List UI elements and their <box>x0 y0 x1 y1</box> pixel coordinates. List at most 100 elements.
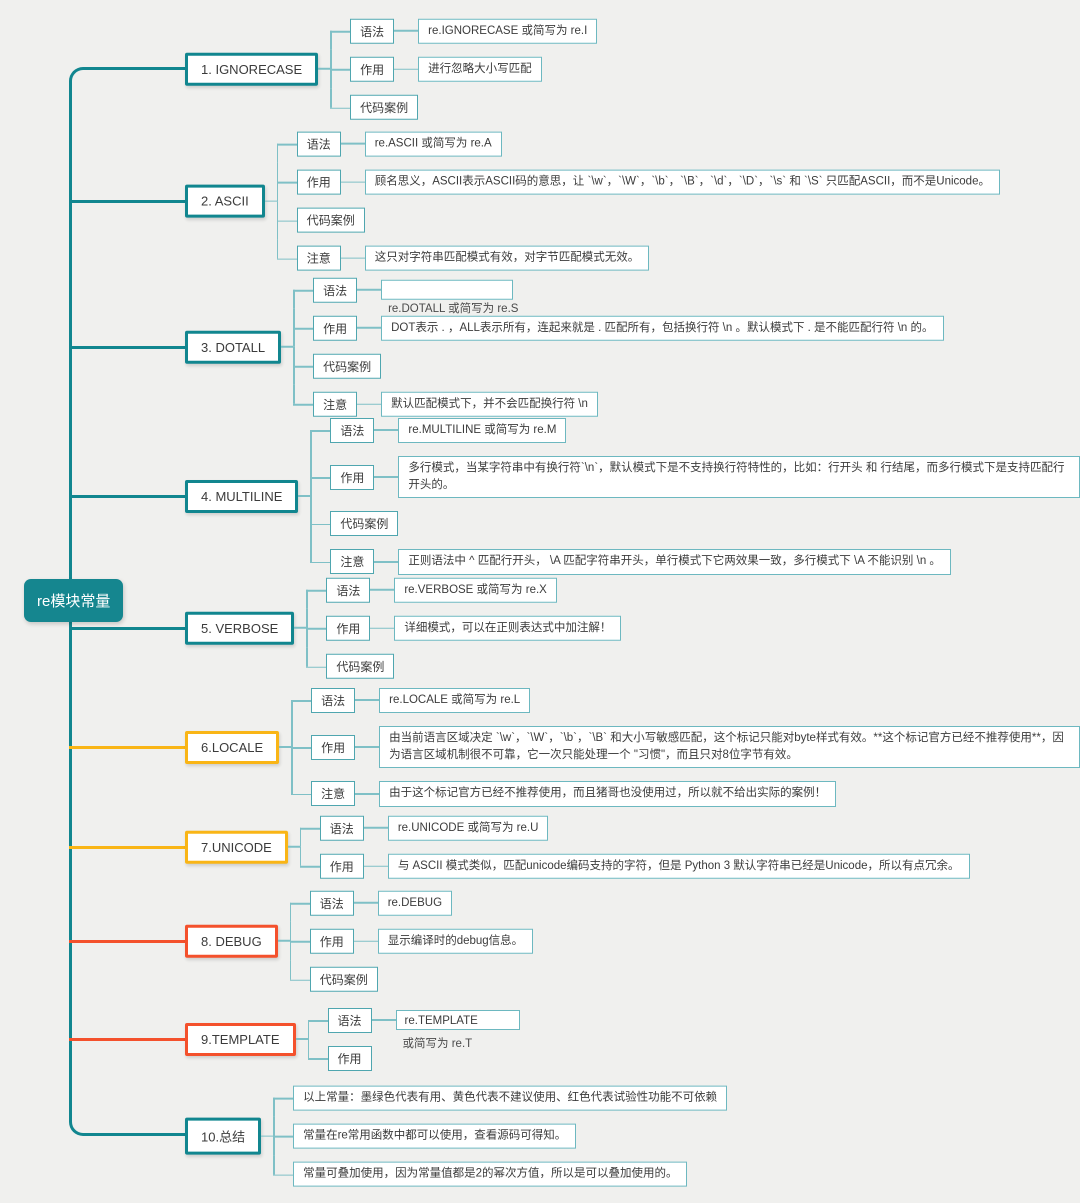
child-row: 注意 默认匹配模式下，并不会匹配换行符 \n <box>293 385 943 423</box>
children-group: 语法 re.IGNORECASE 或简写为 re.I 作用 进行忽略大小写匹配 … <box>330 12 598 127</box>
children-group: 语法 re.DOTALL 或简写为 re.S 作用 DOT表示 . ，ALL表示… <box>293 271 944 424</box>
leaf-text: re.TEMPLATE <box>404 1015 478 1027</box>
leaf-box[interactable]: 详细模式，可以在正则表达式中加注解！ <box>394 615 622 641</box>
leaf-box[interactable]: re.MULTILINE 或简写为 re.M <box>398 417 567 443</box>
key-box-syntax[interactable]: 语法 <box>319 815 364 841</box>
branch-node-ignorecase[interactable]: 1. IGNORECASE <box>185 52 319 86</box>
child-row: 注意 正则语法中 ^ 匹配行开头， \A 匹配字符串开头，单行模式下它两效果一致… <box>310 542 1080 581</box>
branch-debug: 8. DEBUG 语法 re.DEBUG 作用 显示编译时的debug信息。 代… <box>185 884 534 999</box>
leaf-box[interactable]: re.DEBUG <box>377 890 453 916</box>
key-box-effect[interactable]: 作用 <box>313 315 358 341</box>
branch-summary: 10.总结 以上常量：墨绿色代表有用、黄色代表不建议使用、红色代表试验性功能不可… <box>185 1079 728 1194</box>
leaf-box[interactable]: 显示编译时的debug信息。 <box>377 928 534 954</box>
leaf-box[interactable]: re.IGNORECASE 或简写为 re.I <box>418 18 598 44</box>
key-box-syntax[interactable]: 语法 <box>327 1007 372 1033</box>
branch-node-template[interactable]: 9.TEMPLATE <box>185 1022 296 1056</box>
key-box-syntax[interactable]: 语法 <box>350 18 395 44</box>
key-box-note[interactable]: 注意 <box>296 245 341 271</box>
leaf-box[interactable]: re.VERBOSE 或简写为 re.X <box>394 577 557 603</box>
key-box-code-example[interactable]: 代码案例 <box>313 353 382 379</box>
key-box-code-example[interactable]: 代码案例 <box>350 94 419 120</box>
leaf-box[interactable]: re.UNICODE 或简写为 re.U <box>387 815 549 841</box>
child-row: 代码案例 <box>306 647 621 685</box>
key-box-syntax[interactable]: 语法 <box>313 277 358 303</box>
key-box-syntax[interactable]: 语法 <box>296 131 341 157</box>
leaf-box[interactable]: 这只对字符串匹配模式有效，对字节匹配模式无效。 <box>364 245 650 271</box>
branch-node-verbose[interactable]: 5. VERBOSE <box>185 611 295 645</box>
child-row: 注意 由于这个标记官方已经不推荐使用，而且猪哥也没使用过，所以就不给出实际的案例… <box>291 774 1080 813</box>
key-box-effect[interactable]: 作用 <box>350 56 395 82</box>
leaf-box[interactable]: re.ASCII 或简写为 re.A <box>364 131 502 157</box>
leaf-connector <box>370 627 395 629</box>
key-box-effect[interactable]: 作用 <box>296 169 341 195</box>
leaf-connector <box>355 746 380 748</box>
branch-stub-verbose <box>69 626 185 630</box>
leaf-box[interactable]: 与 ASCII 模式类似，匹配unicode编码支持的字符，但是 Python … <box>387 853 970 879</box>
child-row: 作用 顾名思义，ASCII表示ASCII码的意思，让 `\w`，`\W`，`\b… <box>276 162 1000 202</box>
child-row: 语法 re.TEMPLATE 或简写为 re.T <box>307 1001 520 1050</box>
key-box-effect[interactable]: 作用 <box>327 1045 372 1071</box>
leaf-box[interactable]: re.LOCALE 或简写为 re.L <box>379 687 531 713</box>
branch-node-ascii[interactable]: 2. ASCII <box>185 184 265 218</box>
branch-multiline: 4. MULTILINE 语法 re.MULTILINE 或简写为 re.M 作… <box>185 411 1080 581</box>
leaf-box[interactable]: re.TEMPLATE 或简写为 re.T <box>395 1010 520 1050</box>
leaf-box[interactable]: 正则语法中 ^ 匹配行开头， \A 匹配字符串开头，单行模式下它两效果一致，多行… <box>398 549 951 575</box>
key-box-code-example[interactable]: 代码案例 <box>326 653 395 679</box>
branch-locale: 6.LOCALE 语法 re.LOCALE 或简写为 re.L 作用 由当前语言… <box>185 681 1080 813</box>
key-box-code-example[interactable]: 代码案例 <box>296 207 365 233</box>
leaf-box[interactable]: DOT表示 . ，ALL表示所有，连起来就是 . 匹配所有，包括换行符 \n 。… <box>381 315 944 341</box>
branch-node-summary[interactable]: 10.总结 <box>185 1117 262 1155</box>
child-row: 作用 由当前语言区域决定 `\w`，`\W`，`\b`，`\B` 和大小写敏感匹… <box>291 719 1080 775</box>
key-box-note[interactable]: 注意 <box>330 549 375 575</box>
branch-node-multiline[interactable]: 4. MULTILINE <box>185 479 299 513</box>
leaf-box[interactable]: 进行忽略大小写匹配 <box>418 56 542 82</box>
key-box-note[interactable]: 注意 <box>313 391 358 417</box>
leaf-box[interactable]: 默认匹配模式下，并不会匹配换行符 \n <box>381 391 598 417</box>
root-node[interactable]: re模块常量 <box>24 579 124 622</box>
key-box-syntax[interactable]: 语法 <box>311 687 356 713</box>
branch-node-debug[interactable]: 8. DEBUG <box>185 924 278 958</box>
leaf-box[interactable]: re.DOTALL 或简写为 re.S <box>381 279 518 315</box>
branch-stub-multiline <box>69 494 185 498</box>
overflow-text: 或简写为 re.T <box>402 1038 473 1050</box>
key-box-effect[interactable]: 作用 <box>319 853 364 879</box>
branch-stub-unicode <box>69 845 185 849</box>
leaf-connector <box>363 865 388 867</box>
overflow-text: re.DOTALL 或简写为 re.S <box>388 302 519 315</box>
leaf-box[interactable]: 由当前语言区域决定 `\w`，`\W`，`\b`，`\B` 和大小写敏感匹配，这… <box>379 725 1080 769</box>
branch-stub-debug <box>69 939 185 943</box>
key-box-syntax[interactable]: 语法 <box>326 577 371 603</box>
key-box-code-example[interactable]: 代码案例 <box>309 966 378 992</box>
key-box-code-example[interactable]: 代码案例 <box>330 511 399 537</box>
child-row: 语法 re.IGNORECASE 或简写为 re.I <box>330 12 598 51</box>
key-box-syntax[interactable]: 语法 <box>309 890 354 916</box>
leaf-box[interactable]: 顾名思义，ASCII表示ASCII码的意思，让 `\w`，`\W`，`\b`，`… <box>364 169 1000 195</box>
leaf-box[interactable]: 常量可叠加使用，因为常量值都是2的幂次方值，所以是可以叠加使用的。 <box>293 1161 688 1187</box>
key-box-note[interactable]: 注意 <box>311 781 356 807</box>
child-row: 注意 这只对字符串匹配模式有效，对字节匹配模式无效。 <box>276 239 1000 277</box>
branch-node-locale[interactable]: 6.LOCALE <box>185 730 280 764</box>
leaf-box[interactable]: 以上常量：墨绿色代表有用、黄色代表不建议使用、红色代表试验性功能不可依赖 <box>293 1085 728 1111</box>
leaf-box[interactable]: 多行模式，当某字符串中有换行符`\n`，默认模式下是不支持换行符特性的，比如：行… <box>398 455 1080 499</box>
leaf-connector <box>374 561 399 563</box>
leaf-connector <box>340 143 365 145</box>
child-row: 语法 re.MULTILINE 或简写为 re.M <box>310 411 1080 450</box>
child-row: 代码案例 <box>293 347 943 385</box>
leaf-box[interactable]: 由于这个标记官方已经不推荐使用，而且猪哥也没使用过，所以就不给出实际的案例！ <box>379 781 837 807</box>
branch-child-connector <box>261 1135 274 1137</box>
key-box-effect[interactable]: 作用 <box>330 464 375 490</box>
leaf-connector <box>355 699 380 701</box>
branch-child-connector <box>298 495 311 497</box>
key-box-syntax[interactable]: 语法 <box>330 417 375 443</box>
key-box-effect[interactable]: 作用 <box>326 615 371 641</box>
key-box-effect[interactable]: 作用 <box>309 928 354 954</box>
branch-child-connector <box>281 346 294 348</box>
key-box-effect[interactable]: 作用 <box>311 734 356 760</box>
leaf-connector <box>357 289 382 291</box>
branch-stub-ascii <box>69 199 185 203</box>
branch-node-unicode[interactable]: 7.UNICODE <box>185 830 288 864</box>
leaf-box[interactable]: 常量在re常用函数中都可以使用，查看源码可得知。 <box>293 1123 577 1149</box>
child-row: 以上常量：墨绿色代表有用、黄色代表不建议使用、红色代表试验性功能不可依赖 <box>273 1079 728 1118</box>
branch-node-dotall[interactable]: 3. DOTALL <box>185 330 282 364</box>
child-row: 作用 显示编译时的debug信息。 <box>289 922 534 961</box>
